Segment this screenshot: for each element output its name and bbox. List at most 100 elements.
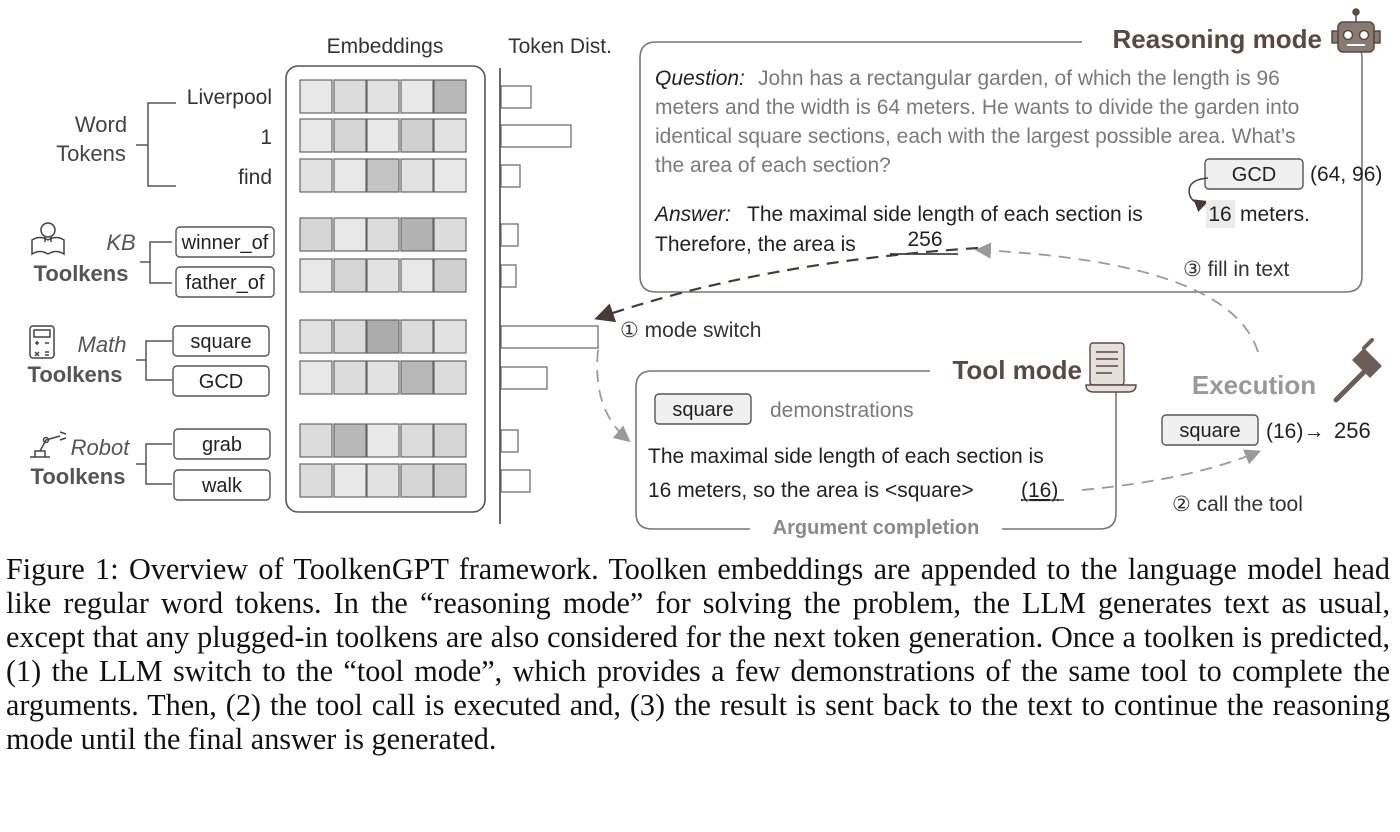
caption-text: Overview of ToolkenGPT framework. Toolke… [6,552,1390,756]
embedding-cell [433,258,467,293]
mode-switch-arrow [594,246,979,323]
embedding-cell [400,319,434,354]
embedding-cell [433,158,467,193]
token-dist-bars [500,85,599,493]
embedding-cell [433,360,467,395]
embedding-cell [299,463,333,498]
answer-line1-post: meters. [1240,203,1310,226]
toolken-gcd: GCD [199,371,243,393]
scroll-icon [1085,342,1137,393]
tool-square-box [654,393,752,425]
answer-blank-value: 256 [907,228,942,251]
fill-text-arrow [974,242,1259,353]
embedding-cell [366,319,400,354]
exec-result: 256 [1334,418,1371,443]
embedding-cell [400,217,434,252]
math-group-label-line1: Math [78,332,127,357]
embedding-cell [366,118,400,153]
question-line-3: identical square sections, each with the… [655,125,1295,148]
token-dist-bar [500,223,519,247]
call-tool-arrow [1081,449,1261,491]
embedding-cell [400,118,434,153]
embedding-matrix-frame [285,65,486,513]
token-dist-bar [500,164,521,188]
toolken-father-of: father_of [186,272,265,294]
token-dist-bar [500,124,572,148]
gcd-call-box [1204,158,1304,190]
embedding-cell [299,360,333,395]
token-dist-bar [500,264,517,288]
embedding-cell [433,423,467,458]
embedding-cell [400,360,434,395]
embedding-cell [333,319,367,354]
embedding-cell [299,118,333,153]
embedding-cell [366,158,400,193]
step-fill-text: ③ fill in text [1183,258,1290,281]
embedding-cell [400,79,434,114]
question-line-4: the area of each section? [655,154,891,177]
tool-line-1: The maximal side length of each section … [648,445,1044,468]
answer-line2: Therefore, the area is [655,233,856,256]
toolken-father-of-box [175,266,275,298]
robot-head-icon [1331,8,1381,53]
embedding-cell [333,360,367,395]
toolken-gcd-box [172,365,270,397]
toolken-walk: walk [201,475,243,497]
toolken-walk-box [173,469,271,501]
exec-square-label: square [1179,420,1240,442]
toolken-grab: grab [202,434,242,456]
embedding-cell [366,79,400,114]
caption-label: Figure 1: [6,552,119,586]
exec-square-box [1161,414,1259,446]
embedding-cell [433,118,467,153]
embedding-cell [333,463,367,498]
token-find: find [238,166,272,189]
question-label: Question: [655,67,745,90]
token-1: 1 [260,126,272,149]
kb-group-label-line2: Toolkens [34,261,129,286]
embedding-cell [400,463,434,498]
word-group-label-line2: Tokens [56,141,126,166]
lightbulb-book-icon [31,222,65,256]
embedding-cell [299,79,333,114]
embedding-cell [333,158,367,193]
calculator-icon [29,325,55,359]
step-mode-switch: ① mode switch [620,319,761,342]
tool-square-label: square [672,399,733,421]
word-group-bracket [136,102,176,187]
embedding-cell [333,423,367,458]
demonstrations-label: demonstrations [770,399,914,422]
embedding-cell [333,217,367,252]
token-liverpool: Liverpool [187,86,272,109]
token-dist-bar [500,429,519,453]
embedding-cell [299,217,333,252]
token-dist-bar [500,366,548,390]
robot-arm-icon [30,431,67,458]
toolkengpt-diagram: Embeddings Token Dist. Word Tokens Liver… [28,8,1382,539]
embedding-cell [333,258,367,293]
token-dist-bar [500,325,599,349]
embeddings-header: Embeddings [327,35,444,58]
gcd-call-args: (64, 96) [1310,163,1382,186]
embedding-cell [366,258,400,293]
reasoning-mode-title: Reasoning mode [1113,24,1322,54]
kb-group-bracket [140,241,172,284]
embedding-cell [366,217,400,252]
embedding-cell [299,158,333,193]
step-call-tool: ② call the tool [1172,493,1303,516]
embedding-cell [299,258,333,293]
exec-call: (16)→ [1266,420,1324,443]
answer-line1-pre: The maximal side length of each section … [747,203,1143,226]
toolken-winner-of: winner_of [181,232,269,254]
robot-group-label-line1: Robot [71,435,131,460]
embedding-cell [433,217,467,252]
math-group-bracket [136,340,172,381]
argument-completion-label: Argument completion [773,517,980,539]
question-line-2: meters and the width is 64 meters. He wa… [655,96,1299,119]
embedding-cell [433,319,467,354]
kb-group-label-line1: KB [106,230,135,255]
figure-caption: Figure 1: Overview of ToolkenGPT framewo… [6,552,1390,756]
token-dist-bar [500,85,532,109]
answer-value-highlight [1206,200,1235,228]
tool-line-2: 16 meters, so the area is <square> [648,479,974,502]
